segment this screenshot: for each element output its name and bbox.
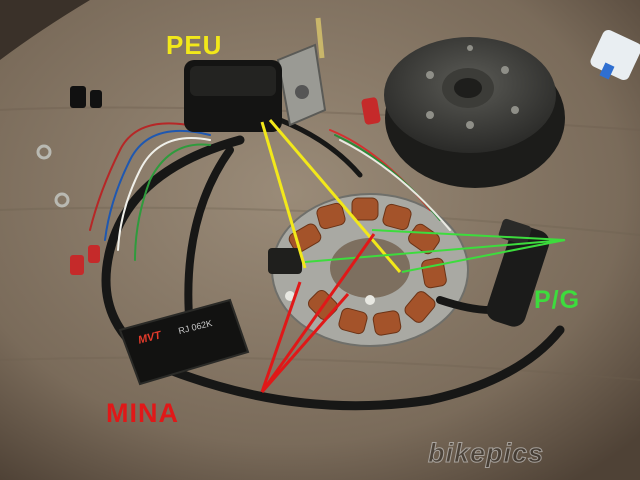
flywheel-rotor — [384, 37, 565, 188]
label-peu: PEU — [166, 30, 223, 60]
marker-pen — [590, 29, 640, 81]
pg-annotation-lines — [304, 229, 566, 273]
label-pg: P/G — [534, 286, 581, 314]
label-mina: MINA — [106, 398, 179, 428]
connectors — [36, 86, 381, 275]
shadow-corner — [0, 0, 90, 60]
peu-annotation-lines — [260, 119, 402, 273]
watermark: bikepics — [427, 438, 545, 469]
cdi-unit — [118, 298, 250, 386]
ignition-coil — [184, 17, 327, 132]
mina-annotation-lines — [260, 233, 376, 393]
